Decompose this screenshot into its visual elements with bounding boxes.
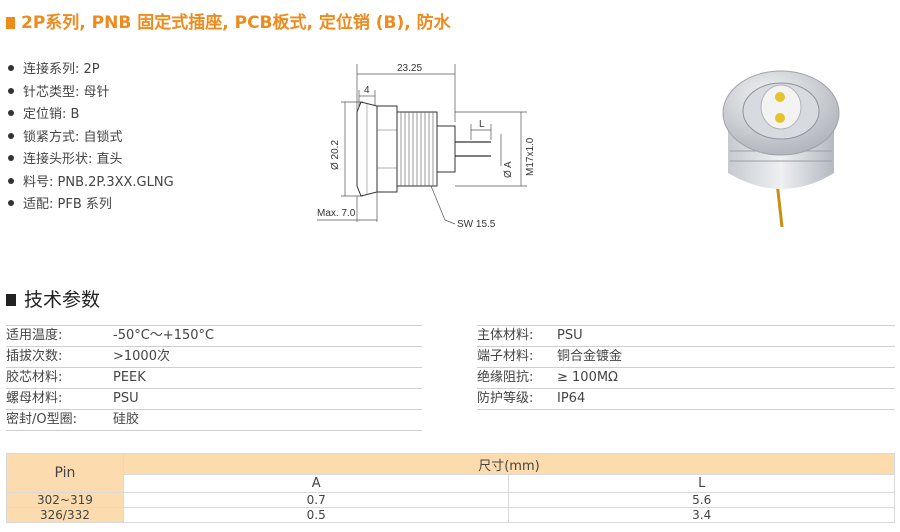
param-row: 螺母材料:PSU (6, 389, 422, 410)
param-row: 密封/O型圈:硅胶 (6, 410, 422, 431)
page-title: 2P系列, PNB 固定式插座, PCB板式, 定位销 (B), 防水 (6, 8, 451, 33)
params-divider-left (6, 325, 422, 326)
col-l-header: L (508, 474, 895, 493)
technical-drawing: 23.25 4 Ø 20.2 L Ø A M17x1.0 Max. 7.0 (317, 63, 536, 230)
param-row: 绝缘阻抗:≥ 100MΩ (477, 368, 895, 389)
spec-item: 连接头形状: 直头 (8, 149, 174, 172)
table-row: 326/332 0.5 3.4 (6, 507, 895, 523)
title-square-icon (6, 17, 15, 29)
section-square-icon (6, 294, 16, 306)
param-row: 插拔次数:>1000次 (6, 347, 422, 368)
dim-l-label: L (479, 119, 485, 130)
dim-a-label: Ø A (503, 161, 514, 178)
spec-item: 料号: PNB.2P.3XX.GLNG (8, 172, 174, 195)
spec-list: 连接系列: 2P 针芯类型: 母针 定位销: B 锁紧方式: 自锁式 连接头形状… (8, 59, 174, 217)
dim-sw-label: SW 15.5 (457, 219, 496, 230)
dim-thread-label: M17x1.0 (525, 137, 536, 176)
product-photo (722, 70, 840, 228)
spec-item: 针芯类型: 母针 (8, 82, 174, 105)
bullet-icon (8, 110, 14, 116)
table-header-row: Pin 尺寸(mm) (6, 453, 896, 493)
dimension-table: Pin 尺寸(mm) A L 302~319 0.7 5.6 326/332 0… (6, 453, 896, 523)
param-row: 胶芯材料:PEEK (6, 368, 422, 389)
spec-item: 定位销: B (8, 104, 174, 127)
bullet-icon (8, 132, 14, 139)
param-row: 端子材料:铜合金镀金 (477, 347, 895, 368)
param-row: 适用温度:-50°C～+150°C (6, 326, 422, 347)
bullet-icon (8, 87, 14, 94)
dim-four-label: 4 (364, 85, 370, 96)
dim-diameter-label: Ø 20.2 (330, 140, 341, 170)
col-dim-header: 尺寸(mm) (122, 453, 896, 475)
spec-item: 锁紧方式: 自锁式 (8, 127, 174, 150)
title-text: 2P系列, PNB 固定式插座, PCB板式, 定位销 (B), 防水 (21, 13, 451, 33)
dim-max-label: Max. 7.0 (317, 208, 356, 219)
bullet-icon (8, 177, 14, 184)
params-divider-right (477, 325, 895, 326)
param-row: 主体材料:PSU (477, 326, 895, 347)
bullet-icon (8, 65, 14, 71)
spec-item: 适配: PFB 系列 (8, 194, 174, 217)
section-title: 技术参数 (6, 285, 100, 312)
bullet-icon (8, 155, 14, 161)
table-subheader-row: A L (7, 474, 895, 493)
dim-length-label: 23.25 (397, 63, 422, 74)
bullet-icon (8, 200, 14, 206)
col-pin-header: Pin (6, 453, 124, 493)
col-a-header: A (122, 474, 510, 493)
param-row: 防护等级:IP64 (477, 389, 895, 410)
spec-item: 连接系列: 2P (8, 59, 174, 82)
table-row: 302~319 0.7 5.6 (6, 492, 895, 508)
